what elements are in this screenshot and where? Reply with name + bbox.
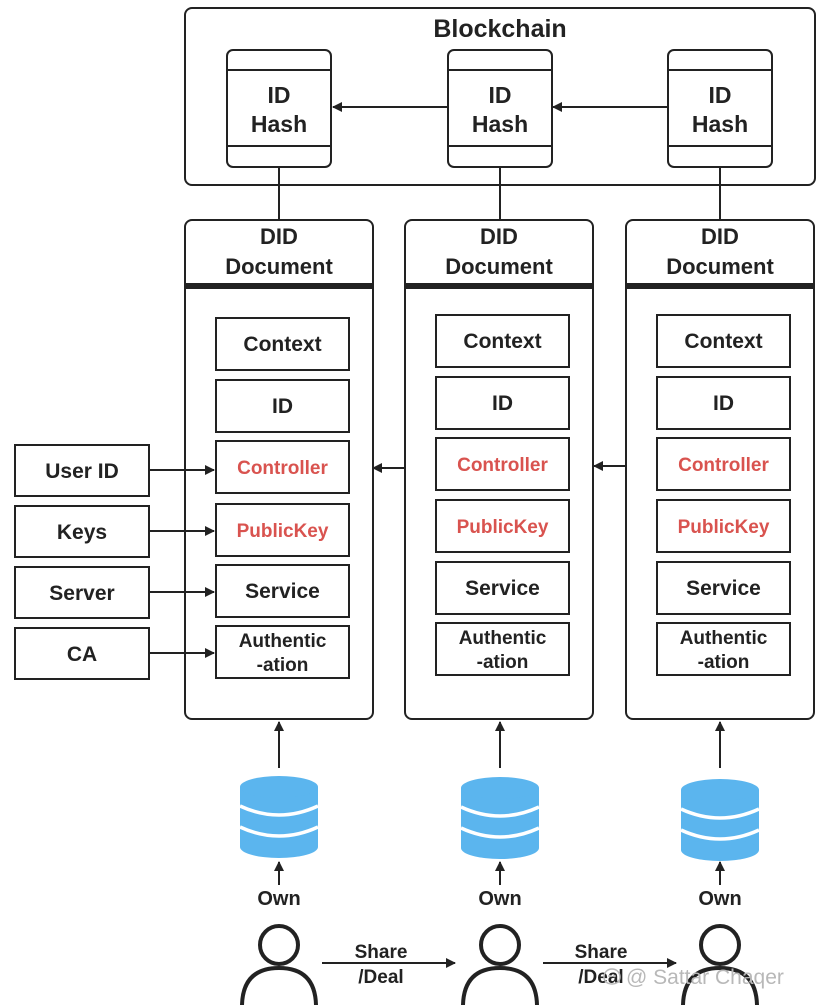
did-field: Context [656,314,791,368]
input-source: User ID [14,444,215,497]
did-field-label: Authentic [680,628,768,649]
own-label: Own [698,888,741,910]
did-field-label: ID [492,392,513,415]
did-field: Context [215,317,350,371]
did-document-title-line1: DID [701,224,739,249]
input-source-label: CA [67,643,97,666]
database-icon [680,779,760,861]
blockchain-block: ID Hash [667,49,773,168]
did-field: Service [215,564,350,618]
did-field: ID [656,376,791,430]
did-field-label: PublicKey [457,517,549,538]
did-field-label: Service [686,577,761,600]
blockchain-block: ID Hash [226,49,332,168]
user-icon [681,924,759,1006]
did-field-label: Service [465,577,540,600]
owner: Own [460,721,540,1006]
input-source-label: Keys [57,521,107,544]
block-label-hash: Hash [692,111,748,137]
share-label-2-line1: Share [575,942,628,963]
blockchain-blocks: ID Hash ID Hash ID Hash [226,49,773,168]
did-document-title-line1: DID [480,224,518,249]
did-document-title-line1: DID [260,224,298,249]
did-field: ID [435,376,570,430]
did-field: Authentic -ation [435,622,570,676]
input-source: Server [14,566,215,619]
database-icon [239,776,319,858]
watermark: @ Sattar Chaqer [603,966,784,989]
did-field-label: Context [684,330,762,353]
share-label-2-line2: /Deal [578,967,623,988]
did-field: PublicKey [656,499,791,553]
input-source: CA [14,627,215,680]
input-source: Keys [14,505,215,558]
blockchain-block: ID Hash [447,49,553,168]
share-label-1-line1: Share [355,942,408,963]
block-label-id: ID [268,82,291,108]
did-field-label: -ation [257,655,309,676]
did-field-label: ID [713,392,734,415]
did-field-label: PublicKey [678,517,770,538]
owners: Own Own Own [239,721,760,1006]
user-icon [461,924,539,1006]
block-label-hash: Hash [472,111,528,137]
input-source-label: Server [49,582,114,605]
did-field-label: -ation [698,652,750,673]
watermark-icon [603,968,621,985]
block-label-id: ID [489,82,512,108]
user-icon [240,924,318,1006]
did-field-label: PublicKey [237,521,329,542]
did-field: PublicKey [435,499,570,553]
did-field-label: Controller [237,458,328,479]
did-document-title-line2: Document [666,254,774,279]
blockchain-title: Blockchain [433,15,566,43]
did-field: Controller [656,437,791,491]
did-document-title-line2: Document [445,254,553,279]
share-deal-flow: Share /Deal Share /Deal [322,942,677,988]
own-label: Own [257,888,300,910]
did-field-label: -ation [477,652,529,673]
did-field-label: Context [463,330,541,353]
did-field-label: Authentic [459,628,547,649]
did-field: Controller [435,437,570,491]
own-label: Own [478,888,521,910]
did-field: Service [656,561,791,615]
watermark-text: @ Sattar Chaqer [626,966,784,989]
did-field: Authentic -ation [656,622,791,676]
did-document-title-line2: Document [225,254,333,279]
did-field: Context [435,314,570,368]
did-field-label: Controller [457,455,548,476]
did-field-label: Service [245,580,320,603]
input-source-label: User ID [45,460,119,483]
block-label-hash: Hash [251,111,307,137]
did-field-label: Authentic [239,631,327,652]
share-label-1-line2: /Deal [358,967,403,988]
connectors [278,102,721,473]
did-field-label: ID [272,395,293,418]
did-field-label: Context [243,333,321,356]
owner: Own [239,721,319,1006]
did-field: Service [435,561,570,615]
owner: Own [680,721,760,1006]
database-icon [460,777,540,859]
block-label-id: ID [709,82,732,108]
did-field: Authentic -ation [215,625,350,679]
did-field: ID [215,379,350,433]
did-field: PublicKey [215,503,350,557]
did-field: Controller [215,440,350,494]
did-field-label: Controller [678,455,769,476]
